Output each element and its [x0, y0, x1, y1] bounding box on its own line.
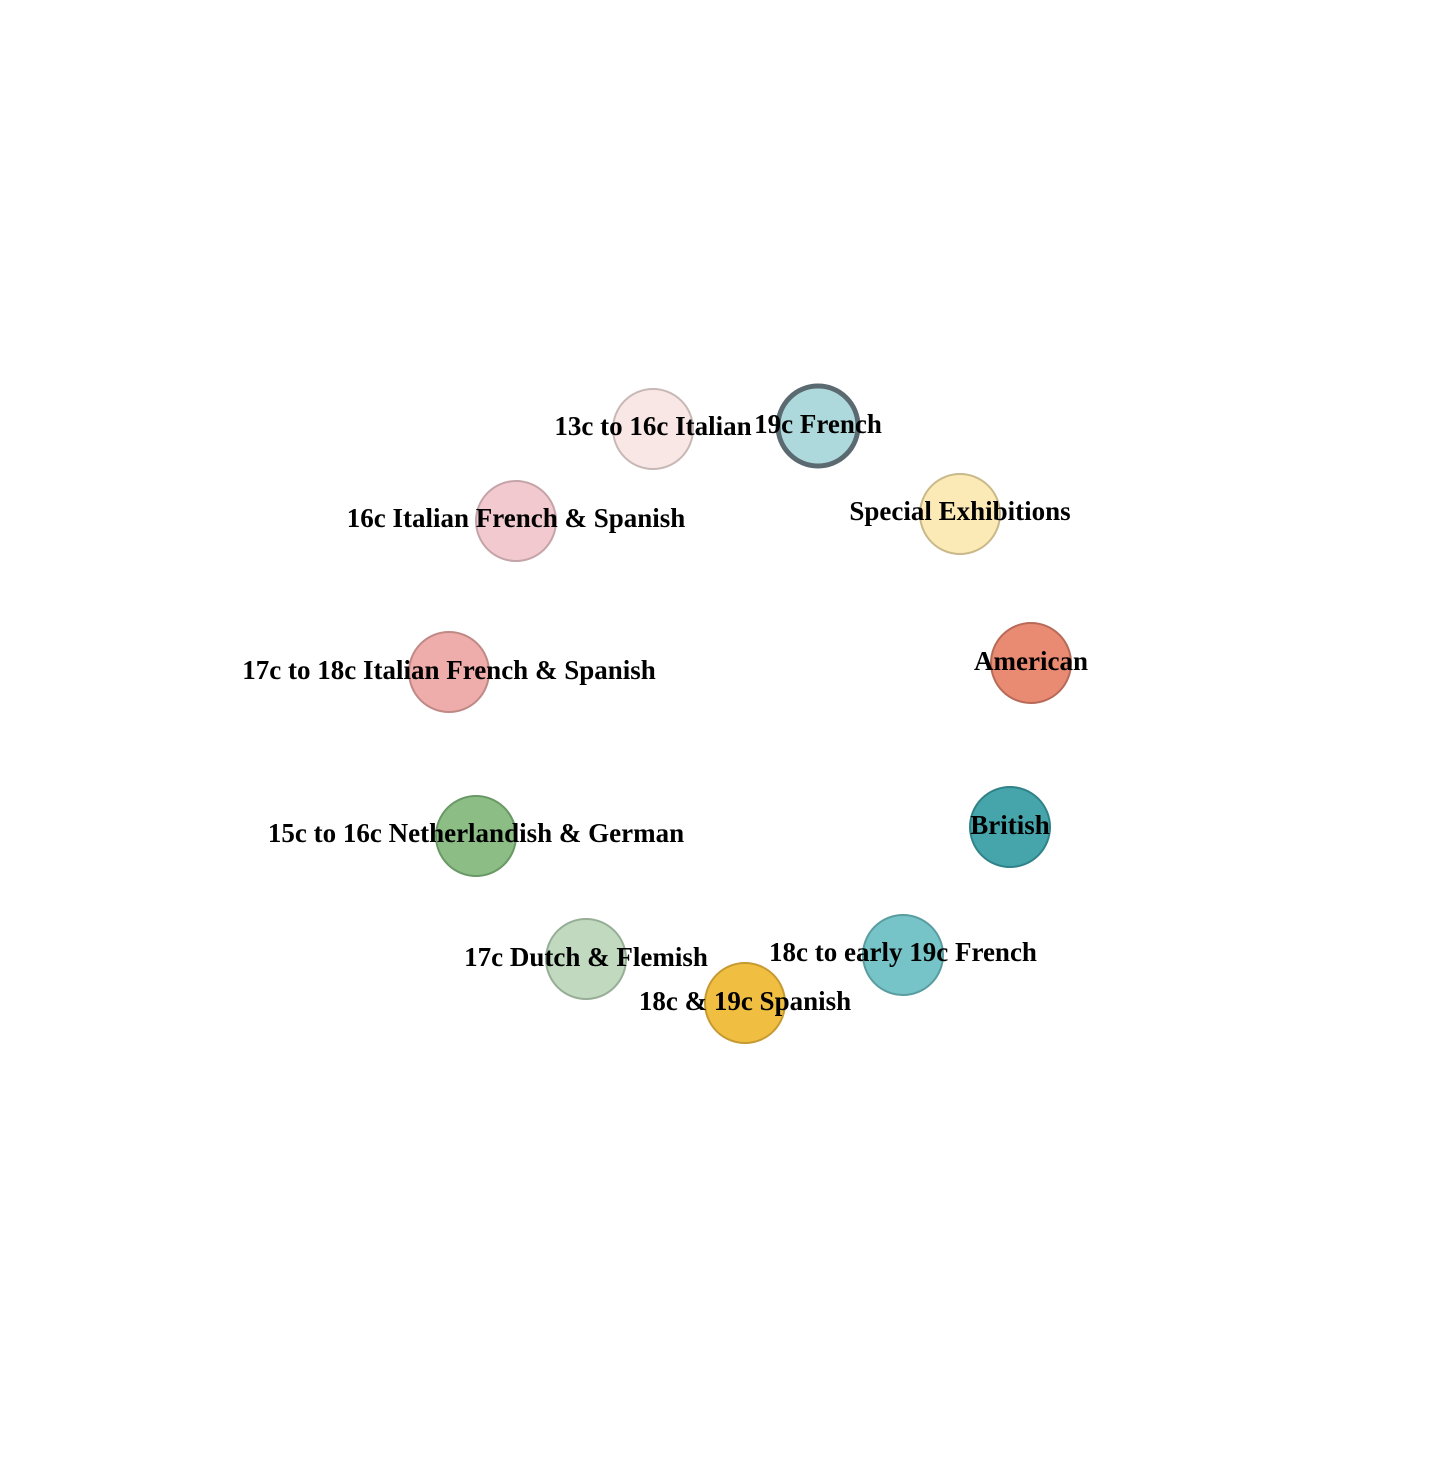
node-16c-italian-french-spanish[interactable]	[475, 480, 557, 562]
node-18c-19c-spanish[interactable]	[704, 962, 786, 1044]
node-17c-18c-italian-french-spanish[interactable]	[408, 631, 490, 713]
node-18c-early-19c-french[interactable]	[862, 914, 944, 996]
node-british[interactable]	[969, 786, 1051, 868]
node-13c-16c-italian[interactable]	[612, 388, 694, 470]
node-15c-16c-netherlandish-german[interactable]	[435, 795, 517, 877]
node-special-exhibitions[interactable]	[919, 473, 1001, 555]
nodes-layer	[408, 383, 1072, 1044]
node-19c-french[interactable]	[775, 383, 861, 469]
node-17c-dutch-flemish[interactable]	[545, 918, 627, 1000]
node-american[interactable]	[990, 622, 1072, 704]
